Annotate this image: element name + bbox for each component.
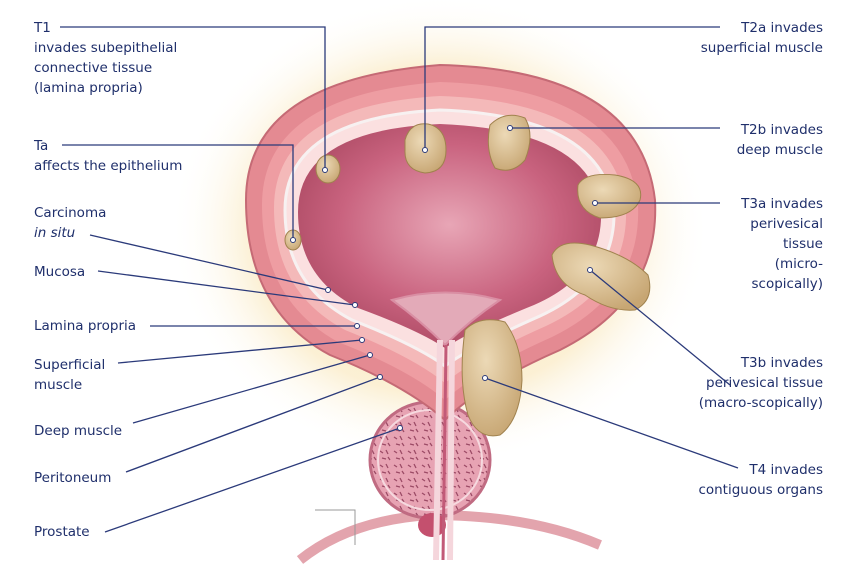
leader-cis: [89, 234, 329, 291]
bladder-lumen: [298, 124, 602, 348]
leader-deep-muscle: [132, 354, 371, 424]
leader-lines: [60, 26, 739, 533]
label-prostate: Prostate: [34, 524, 90, 540]
leader-t4: [484, 377, 739, 469]
tumor-t2b: [487, 114, 531, 171]
leader-peritoneum: [125, 376, 381, 473]
tumor-t3b: [551, 242, 651, 311]
trigone: [389, 291, 503, 347]
tumor-t4: [461, 319, 523, 437]
leader-prostate: [104, 427, 401, 533]
label-deep-muscle: Deep muscle: [34, 423, 123, 439]
label-peritoneum: Peritoneum: [34, 470, 112, 486]
label-mucosa: Mucosa: [34, 264, 86, 280]
tumor-t1: [315, 154, 341, 184]
leader-dots: [290, 125, 598, 431]
urethral-sphincter: [418, 513, 446, 537]
leader-t1: [60, 26, 326, 170]
leader-t3b: [589, 269, 731, 386]
tumor-t3a: [577, 174, 642, 219]
leader-t2a: [424, 26, 720, 150]
leader-ta: [62, 144, 294, 240]
urethra: [433, 339, 455, 561]
label-lamina-propria: Lamina propria: [34, 318, 137, 334]
leader-superficial-muscle: [117, 339, 363, 364]
leader-mucosa: [97, 270, 356, 306]
